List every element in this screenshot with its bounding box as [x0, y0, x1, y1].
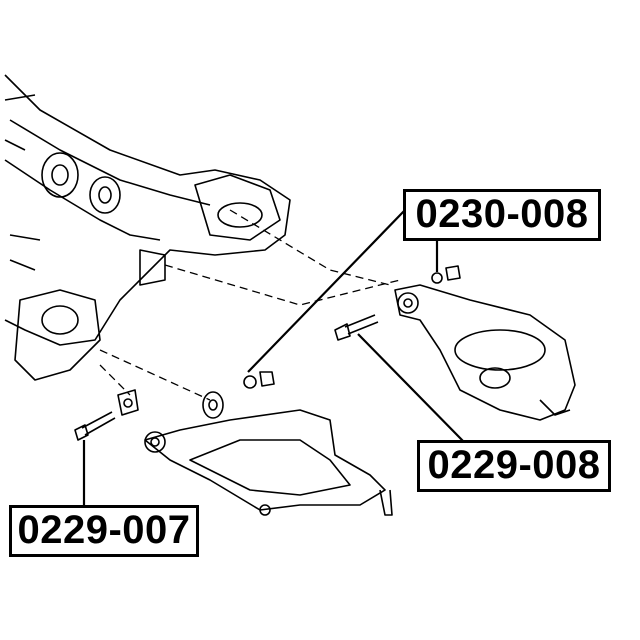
part-number-label-0229-007: 0229-007: [9, 505, 199, 557]
fasteners: [74, 265, 461, 441]
lower-control-arm-drawing: [144, 391, 393, 516]
subframe-drawing: [4, 74, 291, 381]
leader-lines: [82, 209, 464, 506]
part-number-label-0229-008: 0229-008: [417, 440, 611, 492]
upper-control-arm-drawing: [394, 284, 576, 421]
assembly-guide-lines: [99, 209, 401, 401]
part-number-label-0230-008: 0230-008: [403, 189, 601, 241]
